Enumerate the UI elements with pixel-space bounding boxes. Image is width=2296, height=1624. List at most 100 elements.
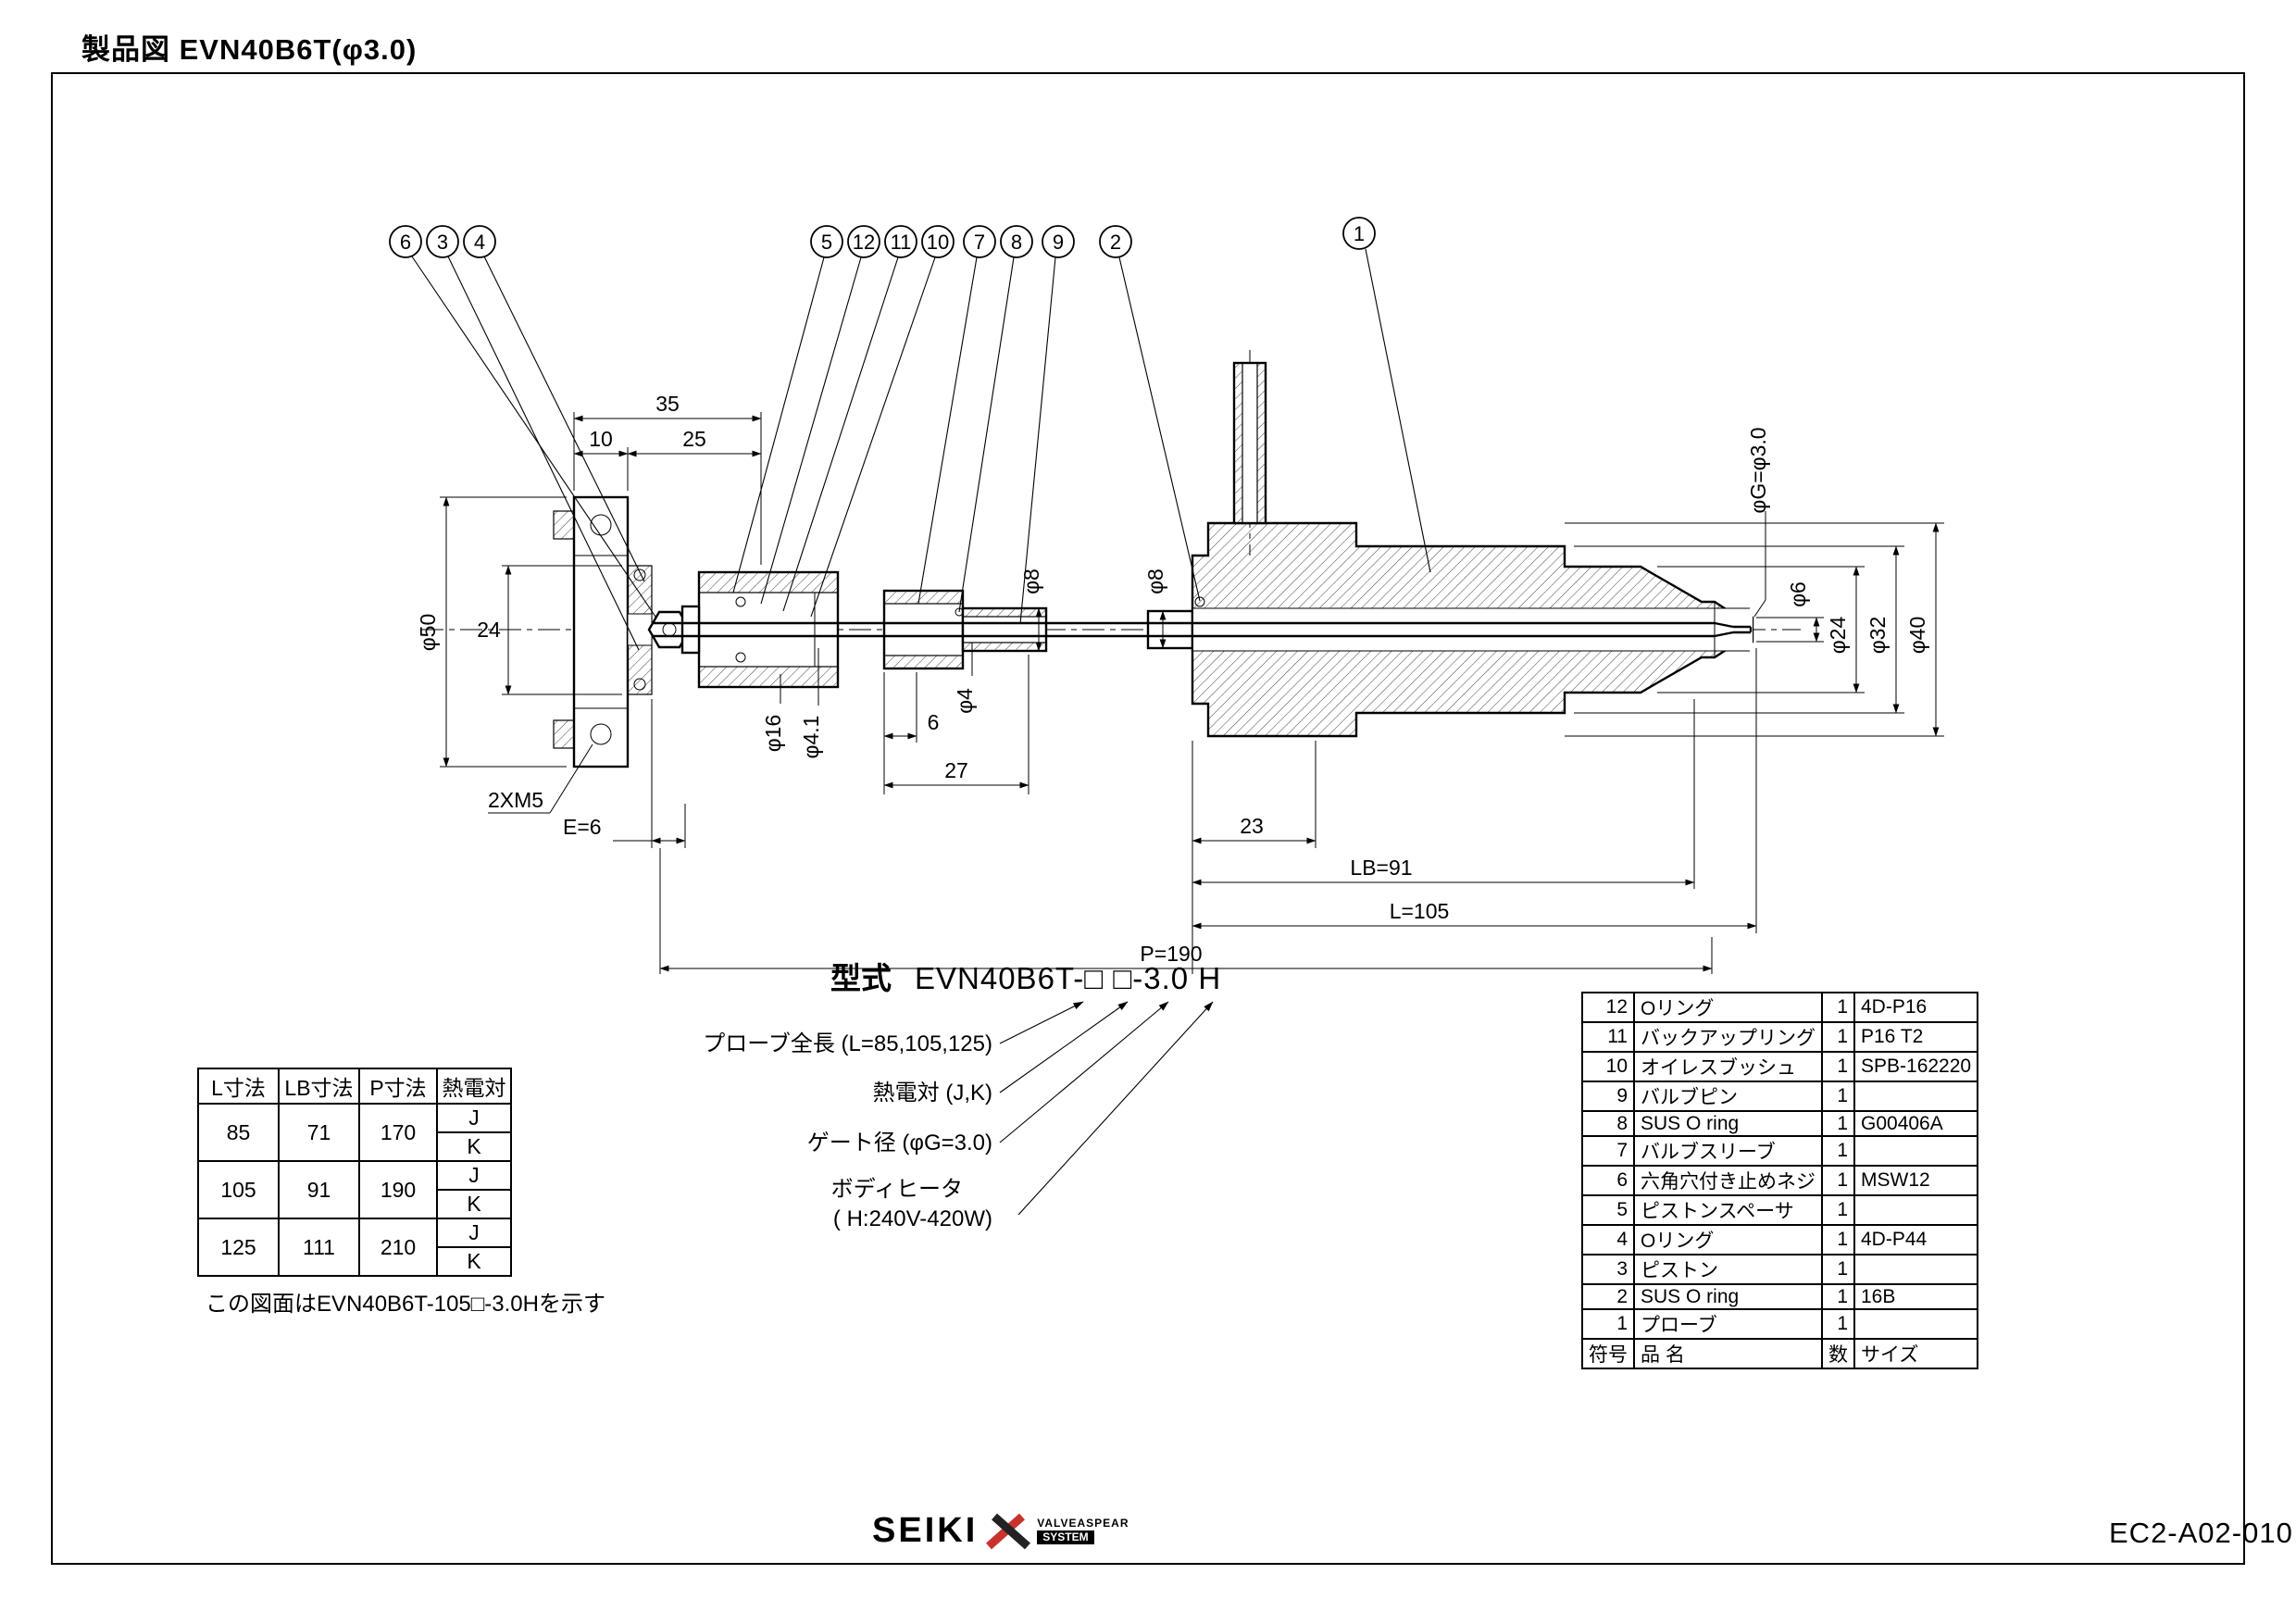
svg-text:4: 4	[474, 231, 485, 254]
dim-e6: E=6	[563, 815, 602, 839]
part-no: 7	[1581, 1135, 1635, 1167]
part-name: Oリング	[1633, 992, 1823, 1023]
cylinder-section	[680, 570, 840, 689]
part-qty: 1	[1821, 1051, 1855, 1082]
part-no: 6	[1581, 1165, 1635, 1196]
part-name: SUS O ring	[1633, 1110, 1823, 1137]
parts-row: 1 プローブ 1	[1581, 1308, 1979, 1340]
dim-phi40: φ40	[1905, 617, 1929, 655]
part-size: P16 T2	[1853, 1021, 1979, 1053]
dim-6: 6	[928, 710, 940, 734]
dim-lb91: LB=91	[1350, 856, 1412, 880]
part-name: プローブ	[1633, 1308, 1823, 1340]
parts-row: 3 ピストン 1	[1581, 1254, 1979, 1285]
part-name: バルブスリーブ	[1633, 1135, 1823, 1167]
part-qty: 1	[1821, 1021, 1855, 1053]
spec-lb: 91	[278, 1160, 360, 1219]
dim-25: 25	[682, 427, 706, 451]
part-qty: 1	[1821, 992, 1855, 1023]
balloon-4: 4	[463, 225, 496, 258]
valve-spear-system-text: VALVEASPEAR SYSTEM	[1037, 1518, 1129, 1544]
spec-tc: K	[436, 1246, 512, 1277]
part-qty: 1	[1821, 1194, 1855, 1226]
spec-tc: K	[436, 1189, 512, 1219]
dim-phi24: φ24	[1826, 617, 1850, 655]
spec-p: 170	[358, 1103, 438, 1162]
dimensions-bottom: 23 LB=91 L=105 P=190	[659, 648, 1757, 974]
part-size: G00406A	[1853, 1110, 1979, 1137]
svg-text:3: 3	[437, 231, 448, 254]
part-size: SPB-162220	[1853, 1051, 1979, 1082]
balloon-10: 10	[921, 225, 955, 258]
part-qty: 1	[1821, 1110, 1855, 1137]
part-no: 5	[1581, 1194, 1635, 1226]
balloon-1: 1	[1342, 217, 1376, 250]
dim-2xm5: 2XM5	[488, 788, 543, 812]
parts-row: 9 バルブピン 1	[1581, 1081, 1979, 1112]
balloon-7: 7	[963, 225, 996, 258]
parts-header-name: 品 名	[1633, 1338, 1823, 1369]
spec-tc: J	[436, 1218, 512, 1248]
balloon-5: 5	[810, 225, 843, 258]
logo-line1: VALVEASPEAR	[1037, 1517, 1129, 1530]
part-name: バックアップリング	[1633, 1021, 1823, 1053]
callout-probe-length: プローブ全長 (L=85,105,125)	[703, 1031, 992, 1056]
part-qty: 1	[1821, 1283, 1855, 1310]
footer-logo: SEIKI VALVEASPEAR SYSTEM	[872, 1511, 1129, 1551]
balloon-9: 9	[1042, 225, 1075, 258]
dim-phi4-1: φ4.1	[799, 716, 823, 759]
parts-row: 8 SUS O ring 1 G00406A	[1581, 1110, 1979, 1137]
spec-row: 125 111 210 J	[197, 1218, 512, 1277]
flange-section	[553, 495, 692, 768]
dimensions-middle: φ16 φ4.1 6 27 φ4 φ8 φ8	[761, 568, 1167, 794]
dim-27: 27	[944, 758, 968, 782]
document-number: EC2-A02-010	[2109, 1517, 2293, 1549]
balloon-11: 11	[884, 225, 917, 258]
balloon-3: 3	[426, 225, 459, 258]
part-no: 12	[1581, 992, 1635, 1023]
part-name: Oリング	[1633, 1224, 1823, 1255]
part-no: 9	[1581, 1081, 1635, 1112]
part-name: バルブピン	[1633, 1081, 1823, 1112]
spec-row: 105 91 190 J	[197, 1160, 512, 1219]
dim-gate: φG=φ3.0	[1746, 427, 1770, 513]
dim-phi50: φ50	[416, 614, 440, 652]
part-size	[1853, 1081, 1979, 1112]
part-no: 1	[1581, 1308, 1635, 1340]
part-size	[1853, 1194, 1979, 1226]
part-name: ピストンスペーサ	[1633, 1194, 1823, 1226]
spec-header-p: P寸法	[358, 1068, 438, 1105]
logo-line2: SYSTEM	[1037, 1530, 1094, 1544]
parts-row: 2 SUS O ring 1 16B	[1581, 1283, 1979, 1310]
parts-table: 12 Oリング 1 4D-P16 11 バックアップリング 1 P16 T2 1…	[1581, 992, 1979, 1369]
spec-row: K	[198, 1131, 512, 1162]
balloon-2: 2	[1099, 225, 1132, 258]
dim-phi16: φ16	[761, 715, 785, 753]
dim-phi4: φ4	[953, 688, 977, 714]
dimensions-right: φG=φ3.0 φ6 φ24 φ32 φ40	[1565, 427, 1944, 737]
parts-header-size: サイズ	[1853, 1338, 1979, 1369]
spec-tc: K	[436, 1131, 512, 1162]
drawing-title: 製品図 EVN40B6T(φ3.0)	[81, 33, 418, 66]
spec-header-l: L寸法	[197, 1068, 280, 1105]
part-no: 4	[1581, 1224, 1635, 1255]
svg-text:9: 9	[1053, 231, 1064, 254]
spec-header-row: L寸法 LB寸法 P寸法 熱電対	[197, 1068, 512, 1105]
callout-body-heater-spec: ( H:240V-420W)	[833, 1206, 992, 1231]
part-name: オイレスブッシュ	[1633, 1051, 1823, 1082]
part-size: 4D-P44	[1853, 1224, 1979, 1255]
spec-p: 190	[358, 1160, 438, 1219]
seiki-x-mark-icon	[986, 1513, 1031, 1549]
spec-lb: 71	[278, 1103, 360, 1162]
part-qty: 1	[1821, 1254, 1855, 1285]
spec-tc: J	[436, 1160, 512, 1191]
spec-l: 85	[197, 1103, 280, 1162]
part-name: ピストン	[1633, 1254, 1823, 1285]
svg-text:10: 10	[927, 231, 949, 254]
part-no: 8	[1581, 1110, 1635, 1137]
dim-35: 35	[655, 392, 680, 416]
part-no: 11	[1581, 1021, 1635, 1053]
spec-header-lb: LB寸法	[278, 1068, 360, 1105]
part-name: SUS O ring	[1633, 1283, 1823, 1310]
